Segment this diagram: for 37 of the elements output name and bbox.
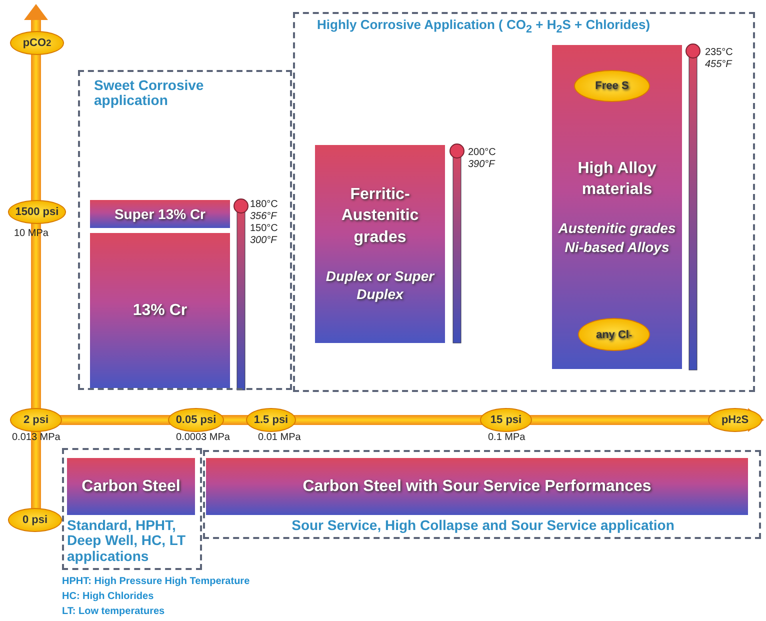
temperature-label: 150°C xyxy=(250,223,278,234)
dashed-region xyxy=(62,448,202,570)
temperature-label: 455°F xyxy=(705,59,732,70)
footnote: HC: High Chlorides xyxy=(62,591,154,602)
region-heading: Highly Corrosive Application ( CO$_{2}$ + H$_{2}$S + Chlorides) xyxy=(317,18,652,36)
temperature-label: 200°C xyxy=(468,147,496,158)
material-box: Carbon Steel xyxy=(67,458,195,515)
material-name: Ferritic-Austenitic grades xyxy=(340,184,420,248)
temperature-label: 180°C xyxy=(250,199,278,210)
temperature-label: 235°C xyxy=(705,47,733,58)
axis-value-badge: 2 psi xyxy=(10,408,62,432)
pressure-value: 0.0003 MPa xyxy=(176,432,230,443)
axis-value-badge: 0 psi xyxy=(8,508,62,532)
region-heading: Sour Service, High Collapse and Sour Service application xyxy=(290,518,676,534)
material-grades: Austenitic grades Ni-based Alloys xyxy=(557,218,677,256)
axis-value-badge: 1500 psi xyxy=(8,200,66,224)
footnote: LT: Low temperatures xyxy=(62,606,165,617)
material-box: Carbon Steel with Sour Service Performances xyxy=(206,458,748,515)
footnote: HPHT: High Pressure High Temperature xyxy=(62,576,250,587)
temperature-label: 300°F xyxy=(250,235,277,246)
material-box: Super 13% Cr xyxy=(90,200,230,228)
dashed-region xyxy=(78,70,292,390)
pressure-value: 0.01 MPa xyxy=(258,432,301,443)
axis-value-badge: 15 psi xyxy=(480,408,532,432)
dashed-region xyxy=(203,450,761,539)
material-grades: Duplex or Super Duplex xyxy=(324,266,436,304)
pressure-value: 0.1 MPa xyxy=(488,432,526,443)
material-name: High Alloy materials xyxy=(576,158,658,200)
material-box: 13% Cr xyxy=(90,233,230,388)
pressure-value: 10 MPa xyxy=(14,228,48,239)
region-heading: Standard, HPHT, Deep Well, HC, LT applications xyxy=(67,518,186,564)
temperature-label: 356°F xyxy=(250,211,277,222)
dashed-region xyxy=(293,12,755,392)
temperature-label: 390°F xyxy=(468,159,495,170)
region-heading: Sweet Corrosive application xyxy=(94,78,205,109)
axis-value-badge: 1.5 psi xyxy=(246,408,296,432)
axis-value-badge: 0.05 psi xyxy=(168,408,224,432)
